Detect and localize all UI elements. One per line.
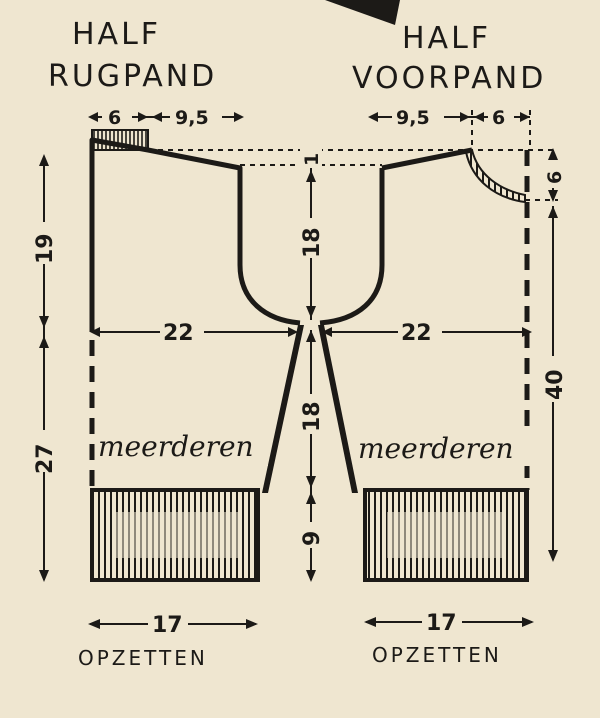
front-neck-rib [464, 148, 526, 204]
front-cast-on-dim: 17 [426, 611, 457, 636]
front-neck-depth-dim: 6 [544, 171, 566, 184]
upper-side-dim: 19 [33, 233, 58, 264]
back-width-dim: 22 [163, 321, 194, 346]
bottom-dimensions [88, 608, 534, 636]
front-shoulder-dim: 6 [492, 107, 505, 129]
center-vertical-dimensions [298, 146, 324, 582]
right-vertical-dimensions [542, 148, 566, 562]
cast-on-front-label: OPZETTEN [372, 643, 502, 667]
sleeve-length-dim: 18 [300, 401, 325, 432]
increase-front-label: meerderen [358, 432, 514, 465]
width-dimensions [90, 320, 532, 344]
front-neck-dim: 9,5 [396, 107, 430, 129]
back-sleeve-line [262, 325, 304, 493]
back-shoulder-dim: 6 [108, 107, 121, 129]
cuff-length-dim: 9 [300, 531, 325, 546]
front-width-dim: 22 [401, 321, 432, 346]
front-title-line1: HALF [402, 21, 491, 56]
back-cast-on-dim: 17 [152, 613, 183, 638]
armhole-depth-dim: 18 [300, 227, 325, 258]
garment-outline [89, 137, 473, 332]
cast-on-back-label: OPZETTEN [78, 646, 208, 670]
left-vertical-dimensions [32, 154, 56, 582]
neck-drop-dim: 1 [301, 153, 323, 166]
back-title-line2: RUGPAND [48, 59, 217, 94]
front-sleeve-line [318, 325, 358, 493]
back-neck-dim: 9,5 [175, 107, 209, 129]
front-title-line2: VOORPAND [352, 61, 546, 96]
photo-corner [325, 0, 400, 25]
front-top-dimensions [368, 106, 531, 150]
front-length-dim: 40 [543, 369, 568, 400]
back-title-line1: HALF [72, 17, 161, 52]
back-top-dimensions [88, 106, 244, 128]
increase-back-label: meerderen [98, 430, 254, 463]
lower-side-dim: 27 [33, 443, 58, 474]
